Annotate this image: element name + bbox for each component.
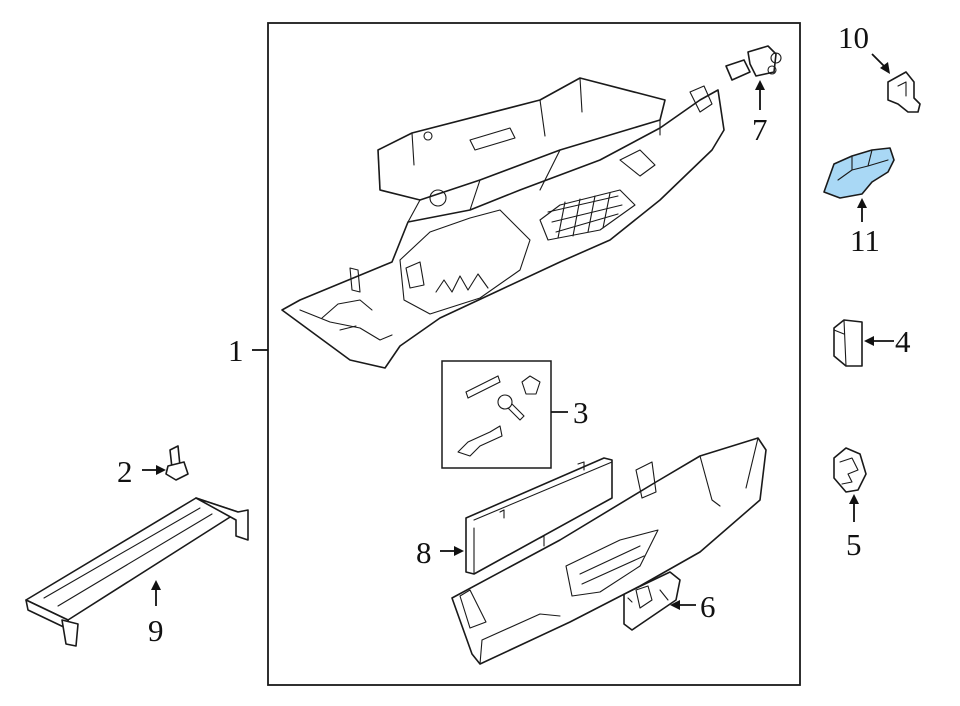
part-7-latch[interactable] <box>725 45 782 81</box>
callout-5: 5 <box>846 527 862 562</box>
part-11-highlighted[interactable] <box>823 147 895 199</box>
callout-4: 4 <box>895 324 911 359</box>
callout-7-arrow <box>755 80 765 110</box>
callout-8: 8 <box>416 535 432 570</box>
part-3-hardware-kit[interactable] <box>441 360 552 469</box>
callout-5-arrow <box>849 494 859 522</box>
part-9-trim-panel[interactable] <box>25 497 249 647</box>
callout-9: 9 <box>148 613 164 648</box>
callout-11-arrow <box>857 198 867 222</box>
callout-10-arrow <box>871 53 890 74</box>
part-10-bracket[interactable] <box>887 71 921 113</box>
callout-6: 6 <box>700 589 716 624</box>
part-6-handle[interactable] <box>623 571 681 631</box>
part-8-door-panel[interactable] <box>465 457 613 575</box>
callout-6-arrow <box>670 600 696 610</box>
assembly-frame <box>267 22 801 686</box>
part-5-bumper[interactable] <box>833 447 867 493</box>
callout-4-arrow <box>864 336 894 346</box>
callout-2: 2 <box>117 454 133 489</box>
part-4-clip[interactable] <box>833 319 863 367</box>
callout-7: 7 <box>752 112 768 147</box>
callout-8-arrow <box>440 546 464 556</box>
callout-9-arrow <box>151 580 161 606</box>
callout-1: 1 <box>228 333 244 368</box>
glove-box-door[interactable] <box>451 437 767 665</box>
callout-11: 11 <box>850 223 880 258</box>
part-1-glove-box-housing[interactable] <box>281 77 725 369</box>
callout-10: 10 <box>838 20 869 55</box>
callout-2-arrow <box>142 465 166 475</box>
callout-3: 3 <box>573 395 589 430</box>
part-2-screw[interactable] <box>165 445 189 481</box>
